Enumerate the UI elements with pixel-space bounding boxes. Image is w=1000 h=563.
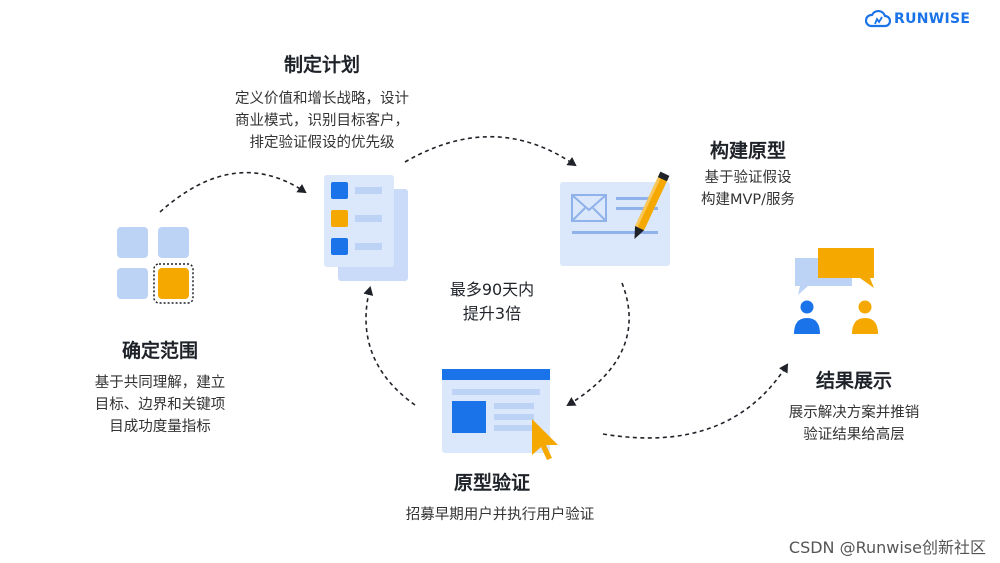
step-result-line-2: 验证结果给高层 <box>803 427 905 443</box>
scope-grid-icon <box>117 227 194 304</box>
step-result-title: 结果展示 <box>815 370 892 392</box>
center-goal: 最多90天内 提升3倍 <box>392 278 592 326</box>
prototype-pen-icon <box>560 171 670 266</box>
step-build-line-2: 构建MVP/服务 <box>700 192 796 208</box>
arrow-build-to-validate <box>566 282 630 407</box>
step-plan-title: 制定计划 <box>283 54 360 76</box>
step-build-desc: 基于验证假设 构建MVP/服务 <box>648 167 848 211</box>
arrow-validate-to-result <box>602 363 789 439</box>
arrow-scope-to-plan <box>159 171 307 213</box>
step-plan-line-1: 定义价值和增长战略，设计 <box>235 91 409 107</box>
step-scope-desc: 基于共同理解，建立 目标、边界和关键项 目成功度量指标 <box>50 372 270 438</box>
step-build-line-1: 基于验证假设 <box>704 170 792 186</box>
step-scope-line-3: 目成功度量指标 <box>109 419 211 435</box>
step-plan-desc: 定义价值和增长战略，设计 商业模式，识别目标客户， 排定验证假设的优先级 <box>197 88 447 154</box>
step-validate-desc: 招募早期用户并执行用户验证 <box>350 504 650 526</box>
step-scope-line-2: 目标、边界和关键项 <box>94 397 226 413</box>
step-scope-line-1: 基于共同理解，建立 <box>94 375 226 391</box>
cloud-logo-icon <box>865 9 891 28</box>
plan-checklist-icon <box>324 175 408 281</box>
watermark: CSDN @Runwise创新社区 <box>788 538 986 557</box>
chat-users-icon <box>794 248 878 334</box>
step-validate-line-1: 招募早期用户并执行用户验证 <box>405 507 595 523</box>
step-build-title: 构建原型 <box>709 140 786 162</box>
center-goal-line-2: 提升3倍 <box>462 304 522 323</box>
browser-cursor-icon <box>442 369 558 460</box>
brand-logo: RUNWISE <box>865 9 970 29</box>
step-scope-title: 确定范围 <box>121 340 198 362</box>
arrow-plan-to-build <box>404 135 577 167</box>
step-result-line-1: 展示解决方案并推销 <box>788 405 920 421</box>
center-goal-line-1: 最多90天内 <box>449 280 535 299</box>
step-validate-title: 原型验证 <box>453 472 530 494</box>
arrow-validate-to-plan <box>363 286 416 406</box>
step-result-desc: 展示解决方案并推销 验证结果给高层 <box>754 402 954 446</box>
brand-name: RUNWISE <box>894 11 971 27</box>
step-plan-line-3: 排定验证假设的优先级 <box>249 135 395 151</box>
step-plan-line-2: 商业模式，识别目标客户， <box>235 113 409 129</box>
